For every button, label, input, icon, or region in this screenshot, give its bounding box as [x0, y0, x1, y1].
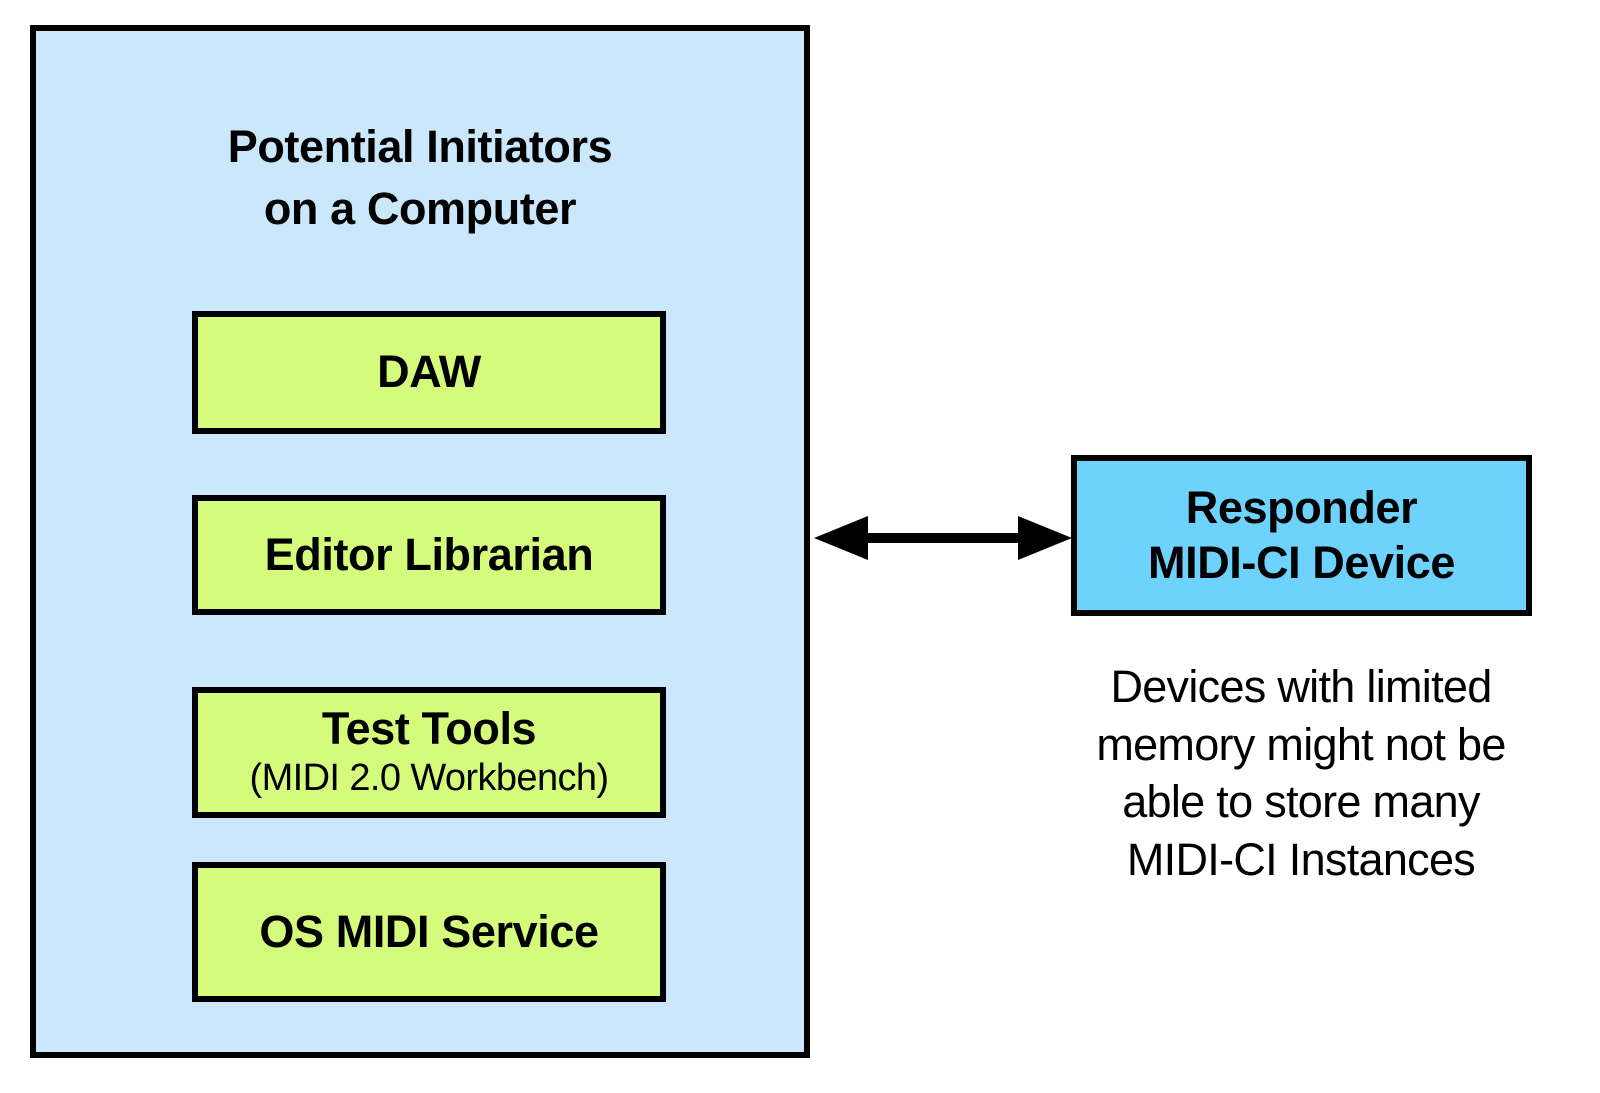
initiators-panel-title: Potential Initiators on a Computer — [227, 121, 613, 235]
responder-device-box[interactable]: Responder MIDI-CI Device — [1071, 455, 1532, 616]
initiator-box-os-midi-service[interactable]: OS MIDI Service — [192, 862, 666, 1002]
initiator-box-editor-librarian[interactable]: Editor Librarian — [192, 495, 666, 615]
initiator-label-daw: DAW — [377, 346, 481, 398]
initiator-sublabel-test-tools: (MIDI 2.0 Workbench) — [249, 756, 610, 799]
initiator-box-test-tools[interactable]: Test Tools (MIDI 2.0 Workbench) — [192, 687, 666, 818]
responder-caption-text: Devices with limited memory might not be… — [1096, 661, 1506, 885]
bidirectional-arrow-icon — [814, 516, 1072, 560]
initiator-box-daw[interactable]: DAW — [192, 311, 666, 434]
responder-device-label: Responder MIDI-CI Device — [1148, 481, 1455, 588]
initiator-label-test-tools: Test Tools — [321, 703, 537, 755]
initiators-panel: Potential Initiators on a Computer DAW E… — [30, 25, 810, 1058]
initiator-label-os-midi-service: OS MIDI Service — [259, 905, 599, 957]
initiator-label-editor-librarian: Editor Librarian — [264, 528, 594, 580]
